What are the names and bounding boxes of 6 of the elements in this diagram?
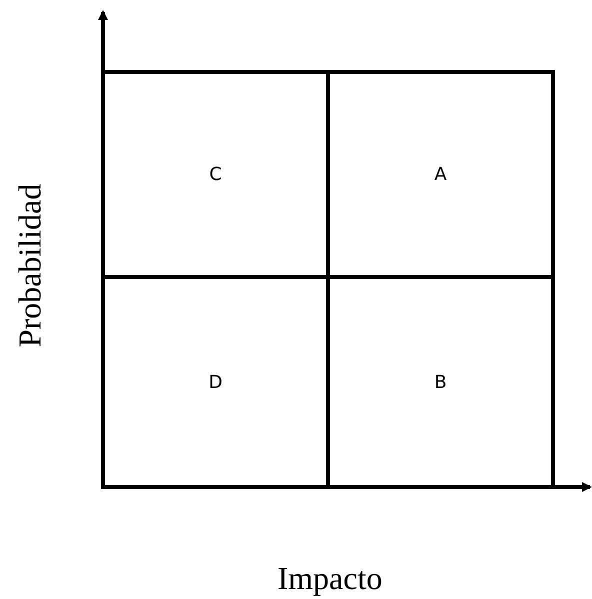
quadrant-label: D (208, 372, 222, 392)
quadrant-label: B (434, 372, 447, 392)
quadrant-label: C (209, 164, 222, 185)
axis-title: Probabilidad (11, 183, 48, 347)
quadrant-label: A (434, 164, 447, 185)
axis-title: Impacto (278, 560, 382, 596)
